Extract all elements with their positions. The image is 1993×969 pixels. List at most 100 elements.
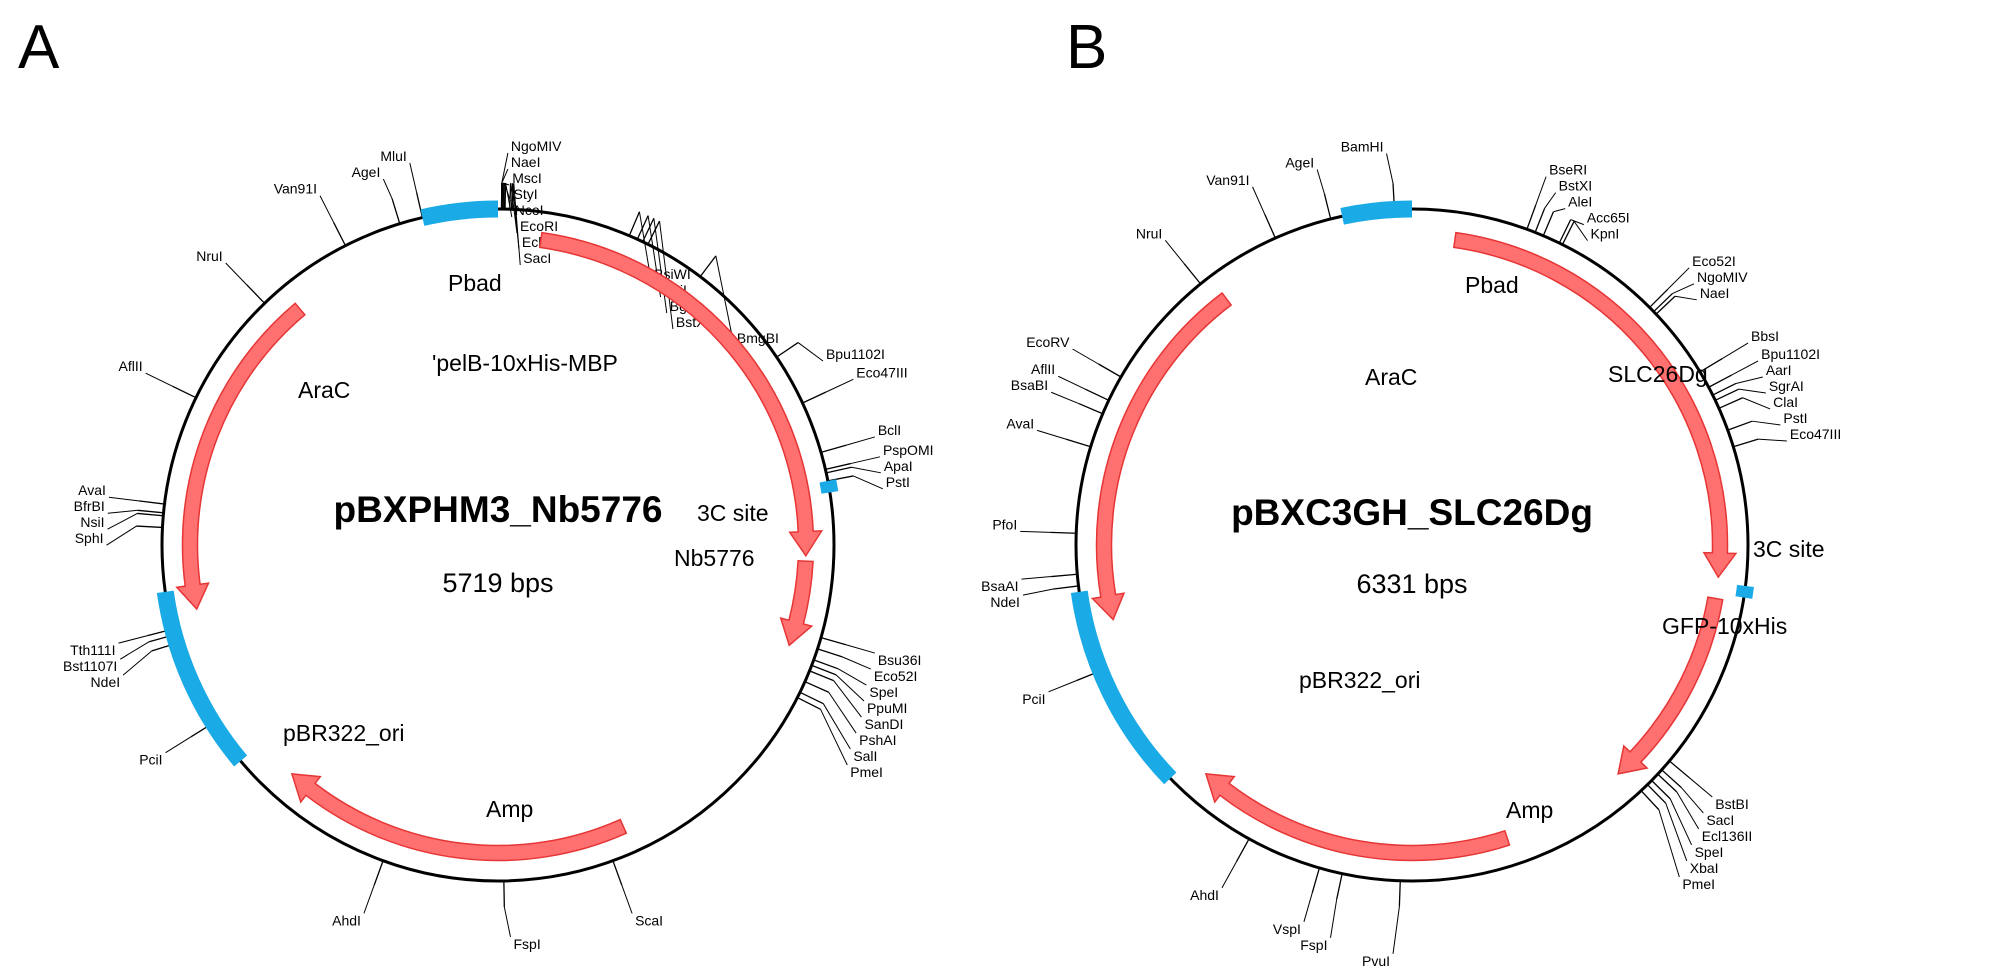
site-label-bstxi: BstXI <box>1559 178 1592 194</box>
site-label-fspi: FspI <box>513 936 540 952</box>
site-tick-sali <box>799 691 824 705</box>
site-leader-agei <box>382 178 393 200</box>
site-leader-ahdi <box>1221 861 1237 889</box>
site-tick-bsu36i <box>820 636 847 646</box>
feature-label-amp: Amp <box>486 796 533 822</box>
site-tick-eco52i <box>817 648 843 658</box>
site-leader-mlui <box>409 162 418 193</box>
site-leader-nsii <box>107 513 138 530</box>
site-leader-ndei <box>1022 588 1053 596</box>
site-label-nrui: NruI <box>1136 225 1162 241</box>
plasmid-name: pBXPHM3_Nb5776 <box>333 489 662 530</box>
feature-label-arac: AraC <box>298 377 350 403</box>
site-leader-pspomi <box>850 456 881 465</box>
site-label-sali: SalI <box>853 748 877 764</box>
site-tick-bbsi <box>1699 357 1723 373</box>
site-tick-ecl136ii <box>510 183 514 210</box>
site-leader-van91i <box>1252 186 1266 215</box>
site-tick-aflii <box>1084 388 1110 401</box>
site-label-bsaai: BsaAI <box>981 578 1018 594</box>
site-tick-fspi <box>1336 873 1343 900</box>
site-label-bstbi: BstBI <box>1715 796 1748 812</box>
site-leader-ppumi <box>835 674 865 702</box>
site-tick-bglii <box>642 217 655 243</box>
site-tick-bpu1102i <box>1708 374 1732 388</box>
site-leader-sandi <box>833 680 862 718</box>
site-label-pmei: PmeI <box>1682 876 1715 892</box>
site-leader-avai <box>1036 429 1066 440</box>
site-leader-naei <box>501 168 509 184</box>
site-tick-bstbi <box>1668 760 1690 779</box>
site-tick-spei <box>813 659 839 670</box>
site-leader-pvui <box>1392 906 1400 954</box>
feature-arrow-amp <box>290 773 628 862</box>
site-leader-sali <box>822 703 851 750</box>
site-tick-bseri <box>1526 204 1537 230</box>
site-tick-saci <box>512 183 515 210</box>
site-leader-avai <box>108 496 139 502</box>
site-tick-ecorv <box>1098 363 1122 378</box>
site-label-eco52i: Eco52I <box>874 668 918 684</box>
site-leader-bamhi <box>1386 153 1394 184</box>
site-label-bsabi: BsaBI <box>1011 377 1048 393</box>
site-label-ahdi: AhdI <box>1190 887 1219 903</box>
site-label-aflii: AflII <box>119 358 143 374</box>
site-tick-bmgbi <box>699 255 717 278</box>
site-leader-ecorv <box>1072 348 1099 365</box>
site-label-bpu1102i: Bpu1102I <box>1761 346 1820 362</box>
site-label-aari: AarI <box>1766 362 1792 378</box>
site-tick-avai <box>1065 438 1091 448</box>
site-label-ecorv: EcoRV <box>1026 334 1070 350</box>
site-tick-pmei <box>797 696 821 710</box>
region-bar-3c-site <box>819 479 839 494</box>
site-label-sgrai: SgrAI <box>1769 378 1804 394</box>
site-tick-nrui <box>1183 263 1202 285</box>
site-leader-eco47iii <box>825 378 854 393</box>
site-label-bcli: BclI <box>878 422 901 438</box>
site-leader-pmei <box>820 709 848 766</box>
site-tick-scai <box>612 860 623 886</box>
site-leader-eco52i <box>1667 267 1690 290</box>
site-leader-acc65i <box>1570 219 1585 226</box>
site-label-pfoi: PfoI <box>992 516 1017 532</box>
site-label-van91i: Van91I <box>1206 172 1249 188</box>
site-label-naei: NaeI <box>1700 285 1730 301</box>
site-leader-spei <box>837 668 867 686</box>
site-label-apai: ApaI <box>884 458 913 474</box>
site-label-sphi: SphI <box>75 530 104 546</box>
site-leader-pcii <box>165 736 192 754</box>
site-label-eco47iii: Eco47III <box>856 364 907 380</box>
site-tick-agei <box>1323 193 1332 220</box>
site-label-pvui: PvuI <box>1362 953 1390 969</box>
site-label-ncoi: NcoI <box>515 202 544 218</box>
site-leader-nrui <box>225 262 247 285</box>
site-tick-van91i <box>333 222 347 246</box>
feature-label-pbad: Pbad <box>1465 272 1519 298</box>
site-label-psti: PstI <box>886 474 910 490</box>
feature-label-nb5776: Nb5776 <box>674 545 755 571</box>
site-leader-aari <box>1735 376 1763 384</box>
site-label-msci: MscI <box>512 170 542 186</box>
site-leader-apai <box>851 466 881 474</box>
site-tick-agei <box>391 198 401 224</box>
feature-label-arac: AraC <box>1365 364 1417 390</box>
site-label-avai: AvaI <box>78 482 106 498</box>
site-leader-naei <box>1674 295 1697 301</box>
site-leader-bsaai <box>1021 576 1052 580</box>
site-tick-ahdi <box>1235 838 1250 862</box>
site-tick-apai <box>826 466 852 474</box>
site-label-ppumi: PpuMI <box>867 700 907 716</box>
site-label-bsu36i: Bsu36I <box>878 652 922 668</box>
site-label-sandi: SanDI <box>864 716 903 732</box>
site-leader-psti <box>853 475 883 490</box>
site-tick-bsiwi <box>628 211 641 236</box>
site-label-ahdi: AhdI <box>332 912 361 928</box>
site-tick-psti <box>1727 420 1753 431</box>
site-label-bamhi: BamHI <box>1341 139 1384 155</box>
region-bar-pbr322-ori <box>156 590 248 767</box>
site-label-naei: NaeI <box>511 154 541 170</box>
plasmid-name: pBXC3GH_SLC26Dg <box>1231 492 1593 533</box>
site-tick-ahdi <box>373 860 384 886</box>
site-tick-xbai <box>1647 784 1667 804</box>
panel-letter: B <box>1066 13 1107 82</box>
